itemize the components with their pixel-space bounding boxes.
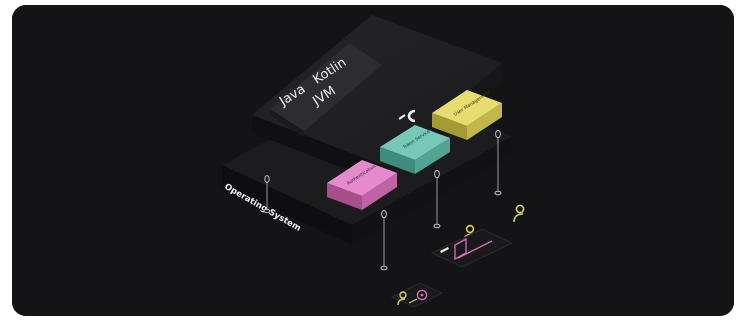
user-management-module: User Management (432, 90, 502, 140)
mobile-user-icon (390, 282, 444, 308)
c-logo-icon (398, 109, 416, 123)
architecture-illustration: Java Kotlin JVM Authentication Service (12, 5, 734, 316)
diagram-canvas: Java Kotlin JVM Authentication Service (12, 5, 734, 316)
connector-pins (263, 129, 502, 271)
token-service-module: Token Service (380, 125, 450, 174)
user-icon (513, 204, 525, 223)
connector-lines (266, 135, 499, 267)
browser-window-icon (430, 228, 514, 268)
